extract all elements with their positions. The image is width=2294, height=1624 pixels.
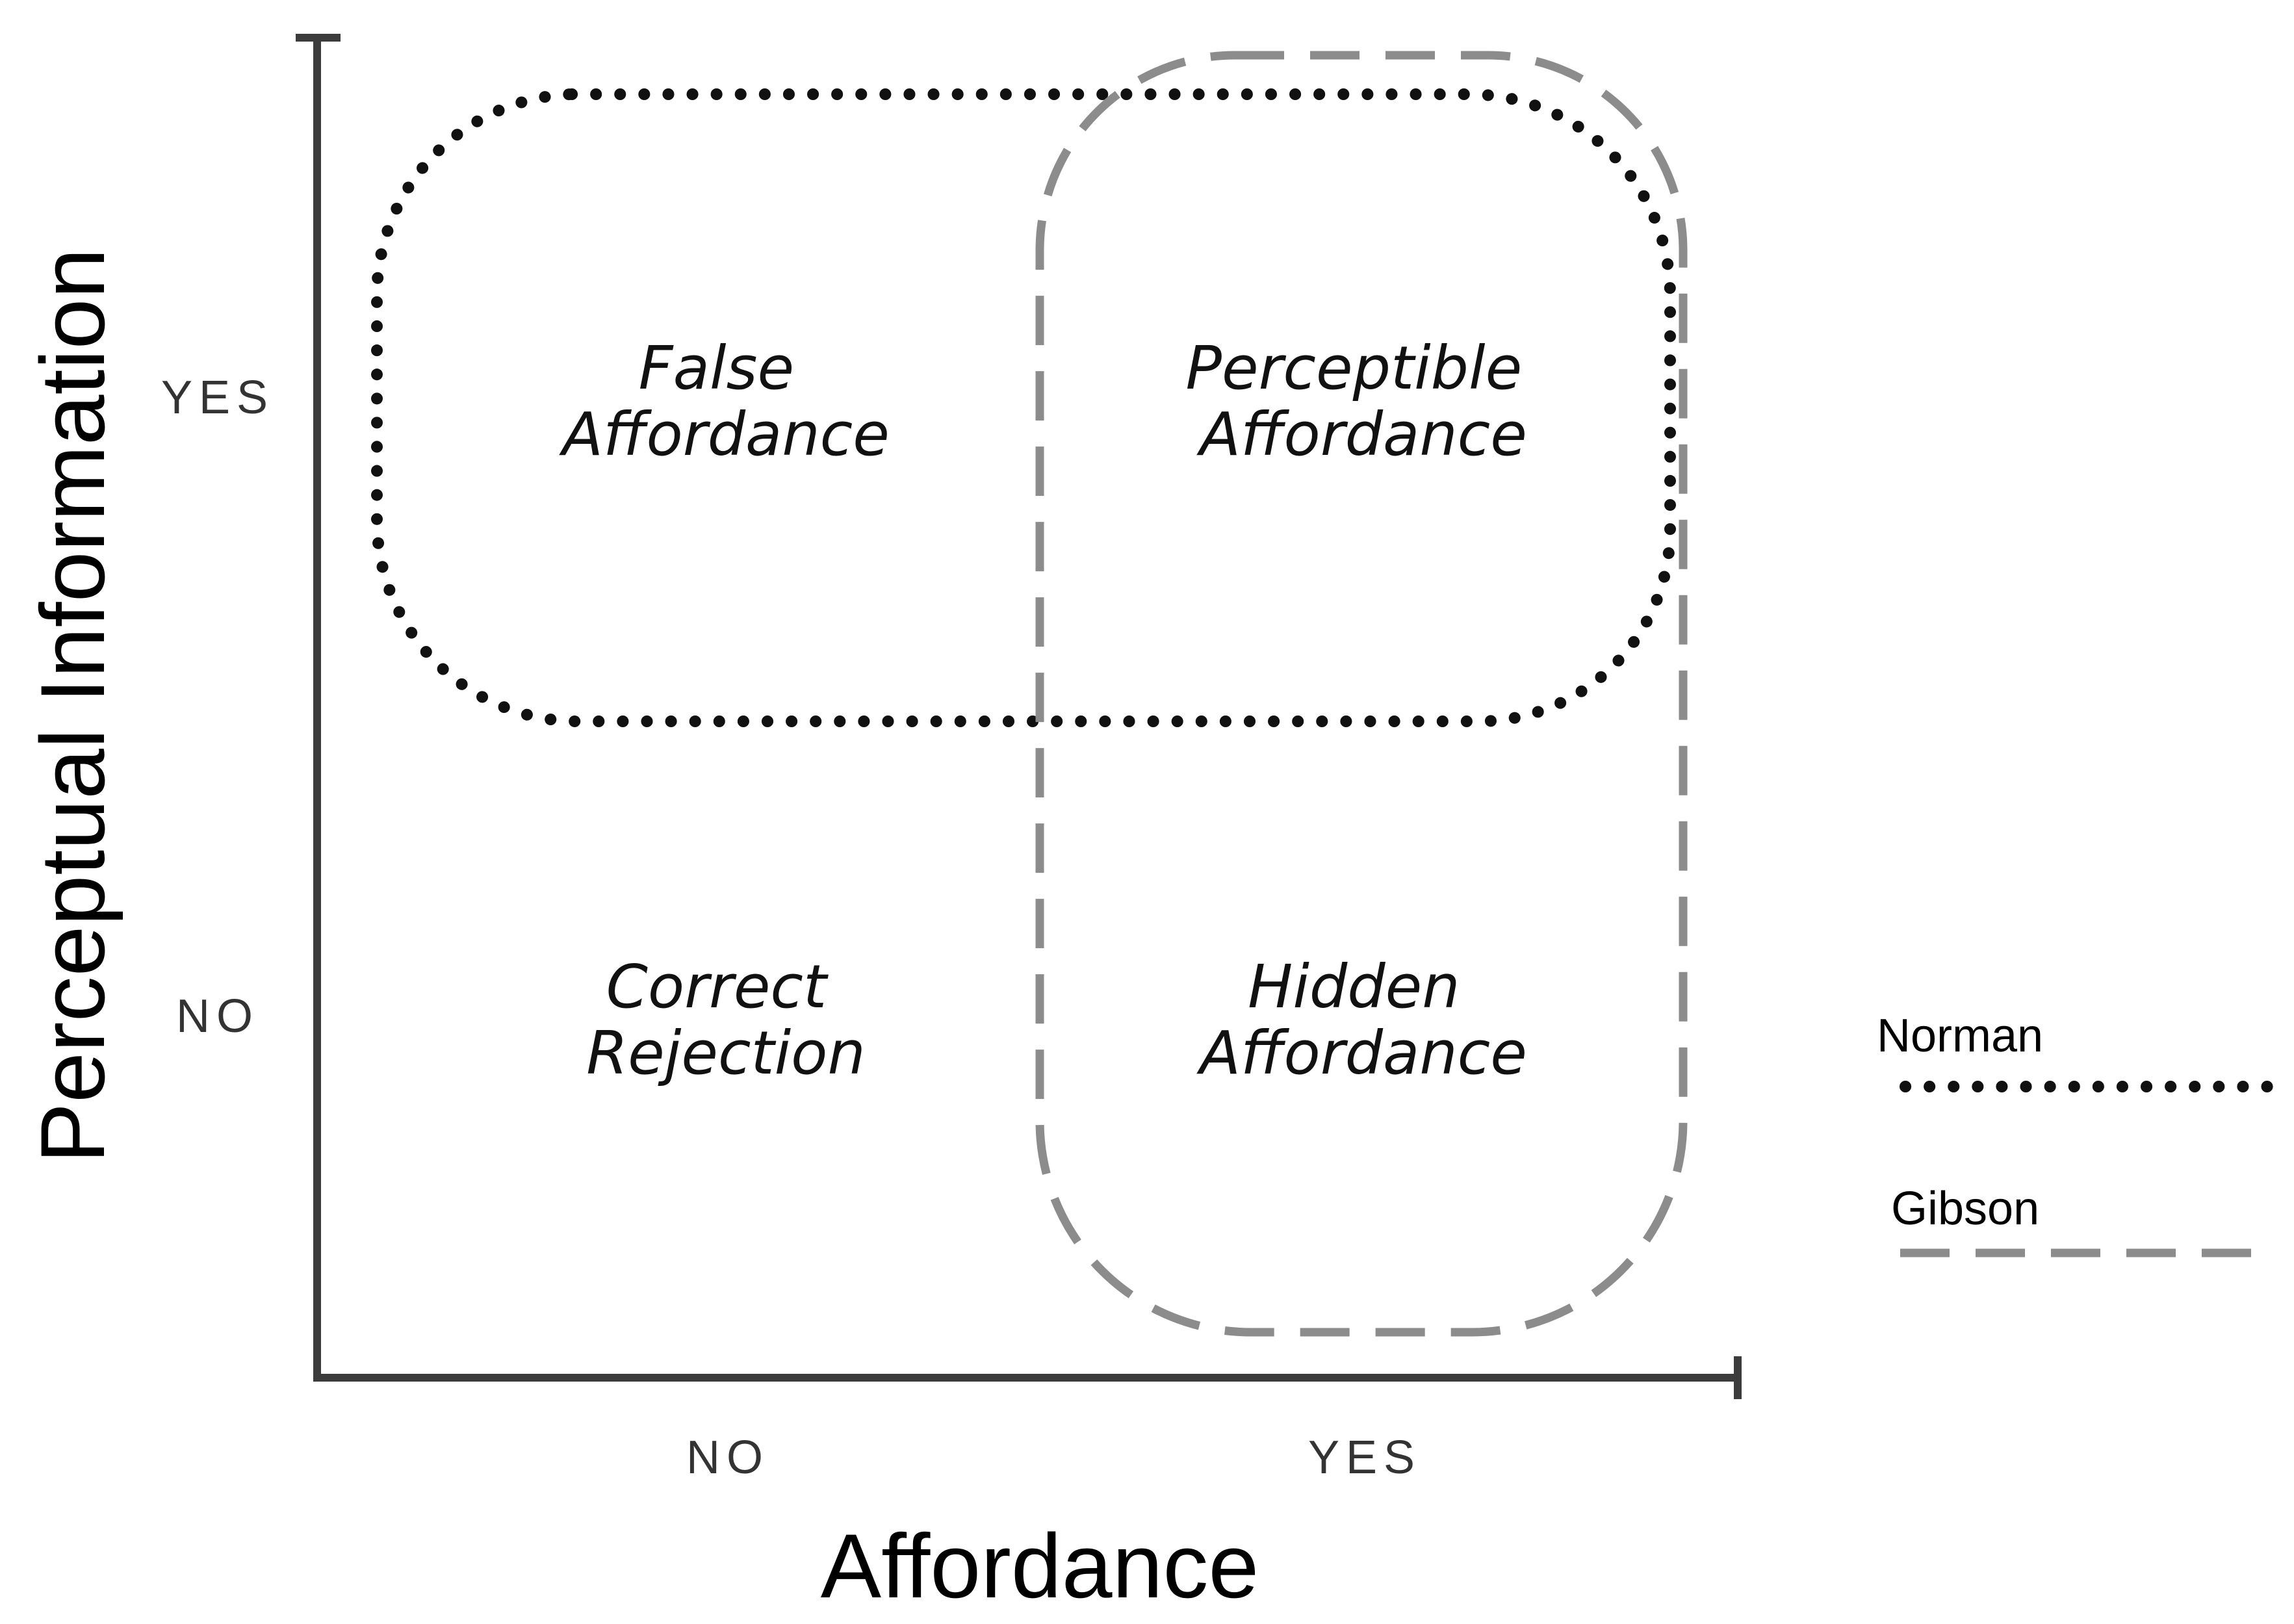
norman-region <box>371 88 1676 727</box>
cell-correct-rejection-line2: Rejection <box>586 1018 866 1088</box>
cell-false-affordance: False Affordance <box>559 333 890 469</box>
y-tick-no: NO <box>176 990 259 1042</box>
x-axis-title: Affordance <box>821 1515 1259 1617</box>
cell-perceptible-affordance-line1: Perceptible <box>1186 333 1523 403</box>
cell-perceptible-affordance: Perceptible Affordance <box>1186 333 1541 469</box>
cell-correct-rejection-line1: Correct <box>606 952 829 1022</box>
cell-hidden-affordance-line1: Hidden <box>1248 952 1460 1022</box>
cell-hidden-affordance: Hidden Affordance <box>1196 952 1527 1088</box>
gibson-region <box>1035 51 1688 1337</box>
legend-norman-label: Norman <box>1877 1010 2043 1062</box>
legend-gibson-label: Gibson <box>1891 1183 2039 1235</box>
x-tick-no: NO <box>686 1432 769 1484</box>
y-tick-yes: YES <box>161 372 274 424</box>
cell-false-affordance-line1: False <box>639 333 794 403</box>
legend: Norman Gibson <box>1877 1010 2278 1257</box>
cell-hidden-affordance-line2: Affordance <box>1196 1018 1527 1088</box>
cell-perceptible-affordance-line2: Affordance <box>1196 400 1527 469</box>
x-tick-yes: YES <box>1308 1432 1421 1484</box>
cell-correct-rejection: Correct Rejection <box>586 952 866 1088</box>
axes <box>296 34 1742 1399</box>
y-axis-title: Perceptual Information <box>21 248 123 1164</box>
cell-false-affordance-line2: Affordance <box>559 400 890 469</box>
